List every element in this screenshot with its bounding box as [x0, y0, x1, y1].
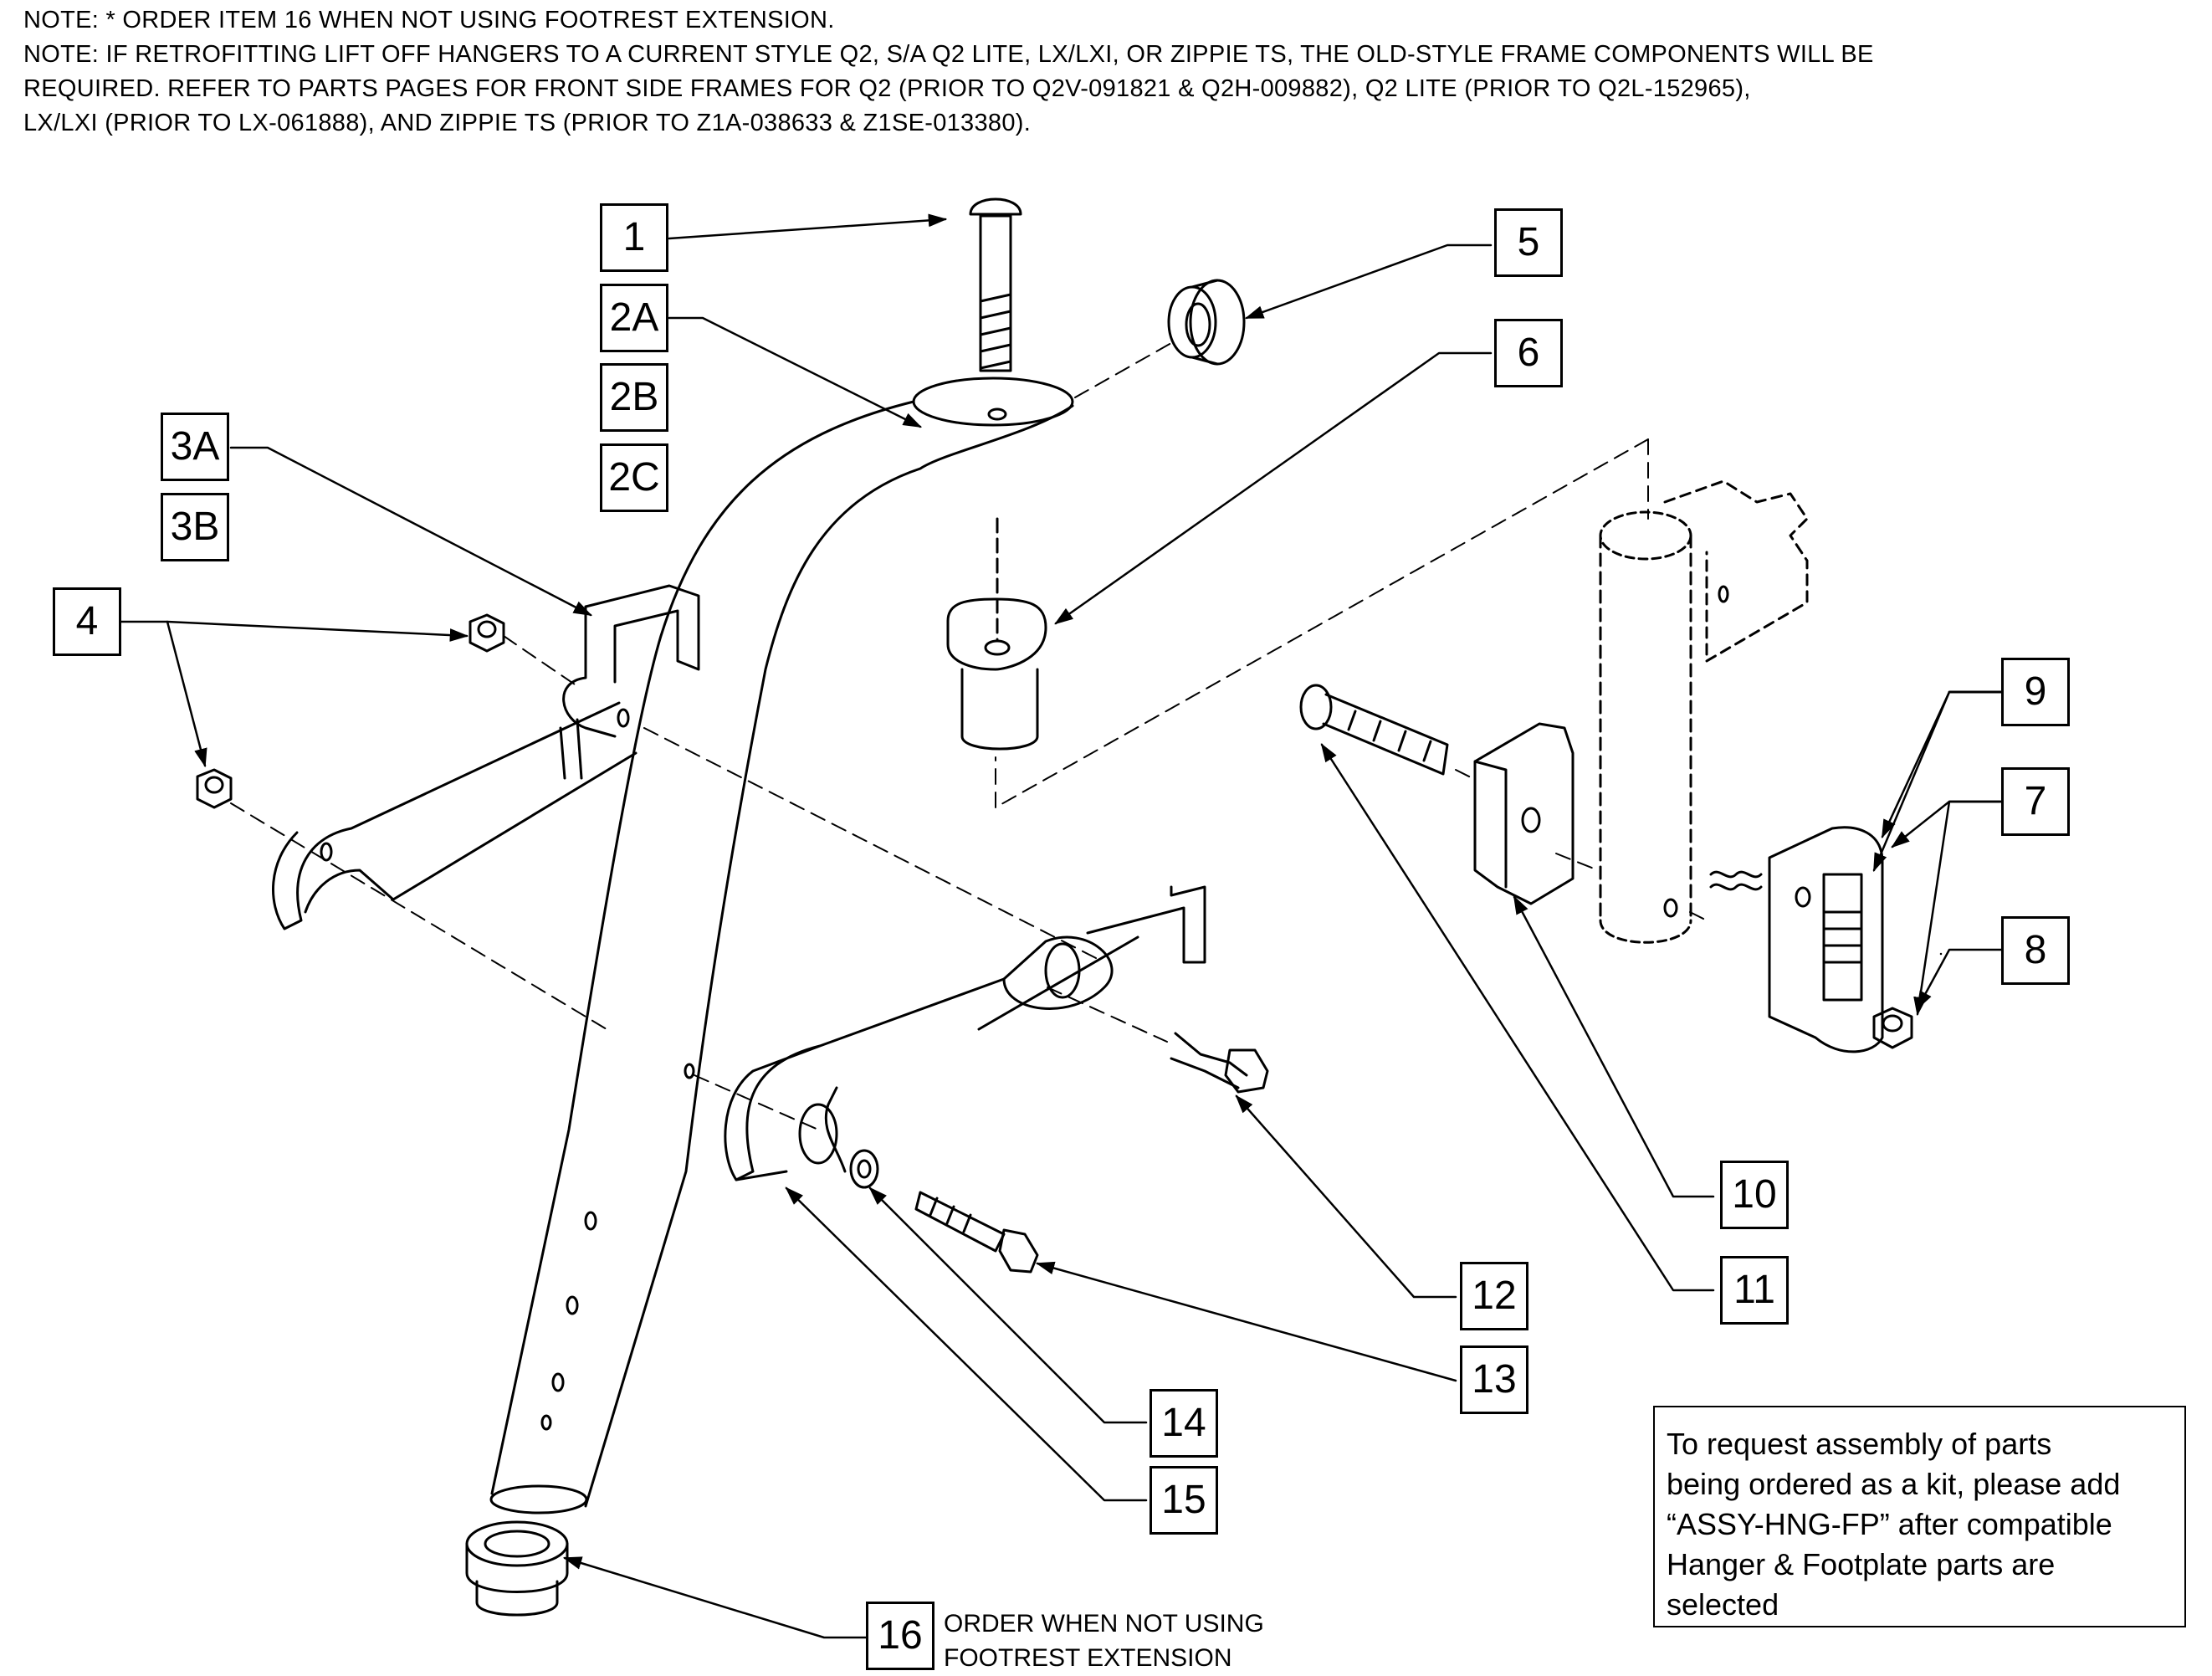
nut-8: [1872, 1007, 1913, 1049]
callout-2c: 2C: [600, 443, 668, 512]
callout-13: 13: [1460, 1345, 1528, 1414]
hanger-bracket-3: [272, 584, 700, 930]
kit-note-line-1: To request assembly of parts: [1667, 1427, 2052, 1461]
leader-10: [1513, 895, 1715, 1198]
front-frame-tube: [489, 377, 1074, 1515]
receiver-6: [946, 517, 1047, 751]
alignment-lines: [230, 342, 1708, 1130]
callout-11: 11: [1720, 1256, 1789, 1325]
latch-lever-7: [1768, 826, 1884, 1053]
note-line-1: NOTE: * ORDER ITEM 16 WHEN NOT USING FOO…: [23, 7, 835, 33]
notes-block: NOTE: * ORDER ITEM 16 WHEN NOT USING FOO…: [23, 3, 1874, 141]
callout-2b: 2B: [600, 363, 668, 432]
bolt-11: [1299, 684, 1449, 776]
item-16-note: ORDER WHEN NOT USING FOOTREST EXTENSION: [944, 1607, 1264, 1675]
leader-15: [785, 1187, 1148, 1502]
kit-note-line-5: selected: [1667, 1587, 1779, 1622]
callout-10: 10: [1720, 1161, 1789, 1229]
washer-14: [849, 1149, 879, 1189]
bolt-12: [1170, 1032, 1269, 1094]
hanger-bracket-lower: [724, 885, 1206, 1181]
clamp-10: [1473, 722, 1575, 905]
bolt-13: [914, 1191, 1039, 1274]
callout-6: 6: [1494, 319, 1563, 387]
note-line-4: LX/LXI (PRIOR TO LX-061888), AND ZIPPIE …: [23, 110, 1032, 136]
callout-14: 14: [1150, 1389, 1218, 1458]
leader-11: [1320, 743, 1715, 1292]
callout-8: 8: [2001, 916, 2070, 985]
leader-12: [1235, 1094, 1457, 1299]
callout-3a: 3A: [161, 413, 229, 481]
leader-16: [562, 1556, 868, 1639]
kit-note-line-3: “ASSY-HNG-FP” after compatible: [1667, 1507, 2112, 1541]
kit-note-line-4: Hanger & Footplate parts are: [1667, 1547, 2056, 1581]
leader-9: [1872, 690, 2003, 873]
callout-5: 5: [1494, 208, 1563, 277]
leader-13: [1035, 1261, 1457, 1382]
leader-7: [1891, 800, 2003, 848]
bolt-1: [969, 197, 1022, 372]
note-line-2: NOTE: IF RETROFITTING LIFT OFF HANGERS T…: [23, 41, 1874, 68]
callout-2a: 2A: [600, 284, 668, 352]
callout-9: 9: [2001, 658, 2070, 726]
end-cap-16: [465, 1520, 569, 1617]
callout-1: 1: [600, 203, 668, 272]
callout-3b: 3B: [161, 493, 229, 561]
kit-note-line-2: being ordered as a kit, please add: [1667, 1467, 2121, 1501]
note-line-3: REQUIRED. REFER TO PARTS PAGES FOR FRONT…: [23, 75, 1751, 102]
plug-cap-5: [1167, 279, 1246, 366]
nuts-4: [196, 613, 505, 809]
item-16-note-line-1: ORDER WHEN NOT USING: [944, 1610, 1264, 1638]
callout-7: 7: [2001, 767, 2070, 836]
callout-12: 12: [1460, 1262, 1528, 1330]
kit-assembly-note: To request assembly of parts being order…: [1653, 1406, 2186, 1627]
mounting-post: [1599, 479, 1809, 944]
callout-15: 15: [1150, 1466, 1218, 1535]
spring-9: [1709, 870, 1763, 891]
callout-4: 4: [53, 587, 121, 656]
item-16-note-line-2: FOOTREST EXTENSION: [944, 1644, 1232, 1672]
leader-14: [868, 1187, 1148, 1424]
callout-16: 16: [866, 1602, 934, 1670]
